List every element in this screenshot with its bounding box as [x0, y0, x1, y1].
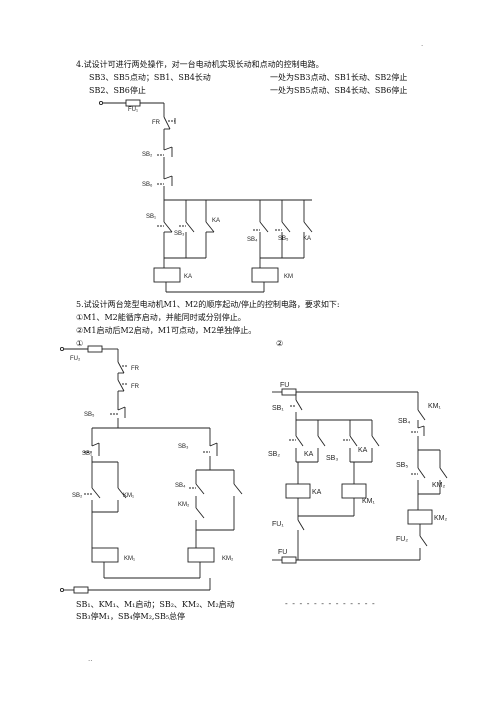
- q5a-label-sb3: SB₃: [178, 444, 189, 450]
- q5a-label-fr1: FR: [131, 366, 140, 372]
- q5b-label-fu2: FU₂: [396, 536, 408, 543]
- q5-req1: ①M1、M2能循序启动，并能同时或分别停止。: [76, 313, 246, 322]
- q5b-label-sb3: SB₃: [326, 455, 338, 462]
- q5b-top-fuse: [281, 388, 297, 396]
- q4-label-ka-contact2: KA: [303, 236, 311, 242]
- q5a-label-sb4: SB₄: [175, 483, 186, 489]
- q5b-label-fu1: FU₁: [272, 521, 284, 528]
- q4-line2-right: 一处为SB5点动、SB4长动、SB6停止: [270, 86, 408, 95]
- q5-req2: ②M1启动后M2启动，M1可点动，M2单独停止。: [76, 326, 257, 335]
- q4-label-sb6: SB₆: [142, 182, 153, 188]
- q4-label-fu: FU₁: [128, 107, 138, 113]
- q5b-label-coil-km1: KM₁: [362, 498, 376, 505]
- page-top-mark: .: [421, 40, 424, 48]
- q4-label-fr: FR: [152, 120, 161, 126]
- q5-dashes: - - - - - - - - - - - - -: [285, 599, 376, 608]
- q4-label-ka-contact1: KA: [212, 218, 220, 224]
- q4-label-sb1: SB₁: [146, 214, 156, 220]
- q5a-bottom-fuse: [73, 586, 89, 594]
- q5b-label-coil-ka: KA: [312, 489, 322, 496]
- q5b-label-ka2: KA: [358, 447, 368, 454]
- q5-note2: SB₃停M₁，SB₄停M₂,SB₅总停: [76, 612, 186, 621]
- q5a-label-fr2: FR: [131, 384, 140, 390]
- q4-title: 4.试设计可进行两处操作，对一台电动机实现长动和点动的控制电路。: [76, 60, 324, 69]
- q4-coil-ka: [153, 267, 181, 283]
- q5a-label-sb1: SB₁: [82, 451, 92, 457]
- q5b-label-km2-contact: KM₂: [432, 482, 446, 489]
- q5a-coil-km1: [91, 547, 119, 563]
- q5-circle1: ①: [76, 339, 84, 348]
- q5b-bottom-fuse: [281, 556, 297, 564]
- q5-circle2: ②: [276, 339, 284, 348]
- q5a-label-fu: FU₂: [70, 356, 81, 362]
- q4-coil-km: [251, 267, 279, 283]
- q5a-fuse-symbol: [87, 345, 103, 353]
- q4-label-sb5: SB₅: [278, 236, 289, 242]
- q5b-label-coil-km2: KM₂: [434, 515, 448, 522]
- q4-line2-left: SB2、SB6停止: [89, 86, 146, 95]
- q5a-label-sb2: SB₂: [72, 493, 83, 499]
- q5a-label-km1-contact: KM₁: [123, 493, 134, 499]
- q5b-label-sb5: SB₅: [396, 462, 408, 469]
- q5a-label-coil2: KM₂: [222, 556, 234, 562]
- q4-label-sb3: SB₃: [174, 231, 185, 237]
- q5a-label-coil1: KM₁: [124, 556, 135, 562]
- q4-label-coil-ka: KA: [184, 274, 192, 280]
- q4-line1-left: SB3、SB5点动；SB1、SB4长动: [89, 73, 211, 82]
- q5b-label-fu-top: FU: [280, 382, 289, 389]
- q4-fuse-symbol: [125, 99, 141, 107]
- page-bottom-mark: ..: [88, 655, 93, 663]
- q5b-label-sb4: SB₄: [398, 418, 410, 425]
- q5b-circuit: [272, 388, 448, 564]
- q5b-coil-km2: [407, 509, 433, 525]
- q5-note1: SB₁、KM₁、M₁启动；SB₂、KM₂、M₂启动: [76, 600, 235, 609]
- q5b-coil-km1: [341, 483, 367, 499]
- q4-label-sb4: SB₄: [247, 237, 258, 243]
- q4-line1-right: 一处为SB3点动、SB1长动、SB2停止: [270, 73, 408, 82]
- q4-label-sb2: SB₂: [142, 152, 153, 158]
- q5b-label-sb1: SB₁: [272, 405, 284, 412]
- q4-circuit: [98, 99, 313, 293]
- q5a-label-sb5: SB₅: [84, 412, 95, 418]
- q4-label-coil-km: KM: [284, 274, 293, 280]
- q5a-circuit: [59, 345, 243, 594]
- q5b-label-sb2: SB₂: [268, 451, 280, 458]
- q5a-coil-km2: [187, 547, 215, 563]
- q5b-label-ka1: KA: [304, 451, 314, 458]
- q5a-label-km2-contact: KM₂: [178, 502, 190, 508]
- q5-title: 5.试设计两台笼型电动机M1、M2的顺序起动/停止的控制电路，要求如下:: [76, 300, 340, 309]
- q5b-label-fu-bottom: FU: [278, 549, 287, 556]
- q5b-coil-ka: [285, 483, 311, 499]
- q5b-label-km1-top: KM₁: [428, 403, 442, 410]
